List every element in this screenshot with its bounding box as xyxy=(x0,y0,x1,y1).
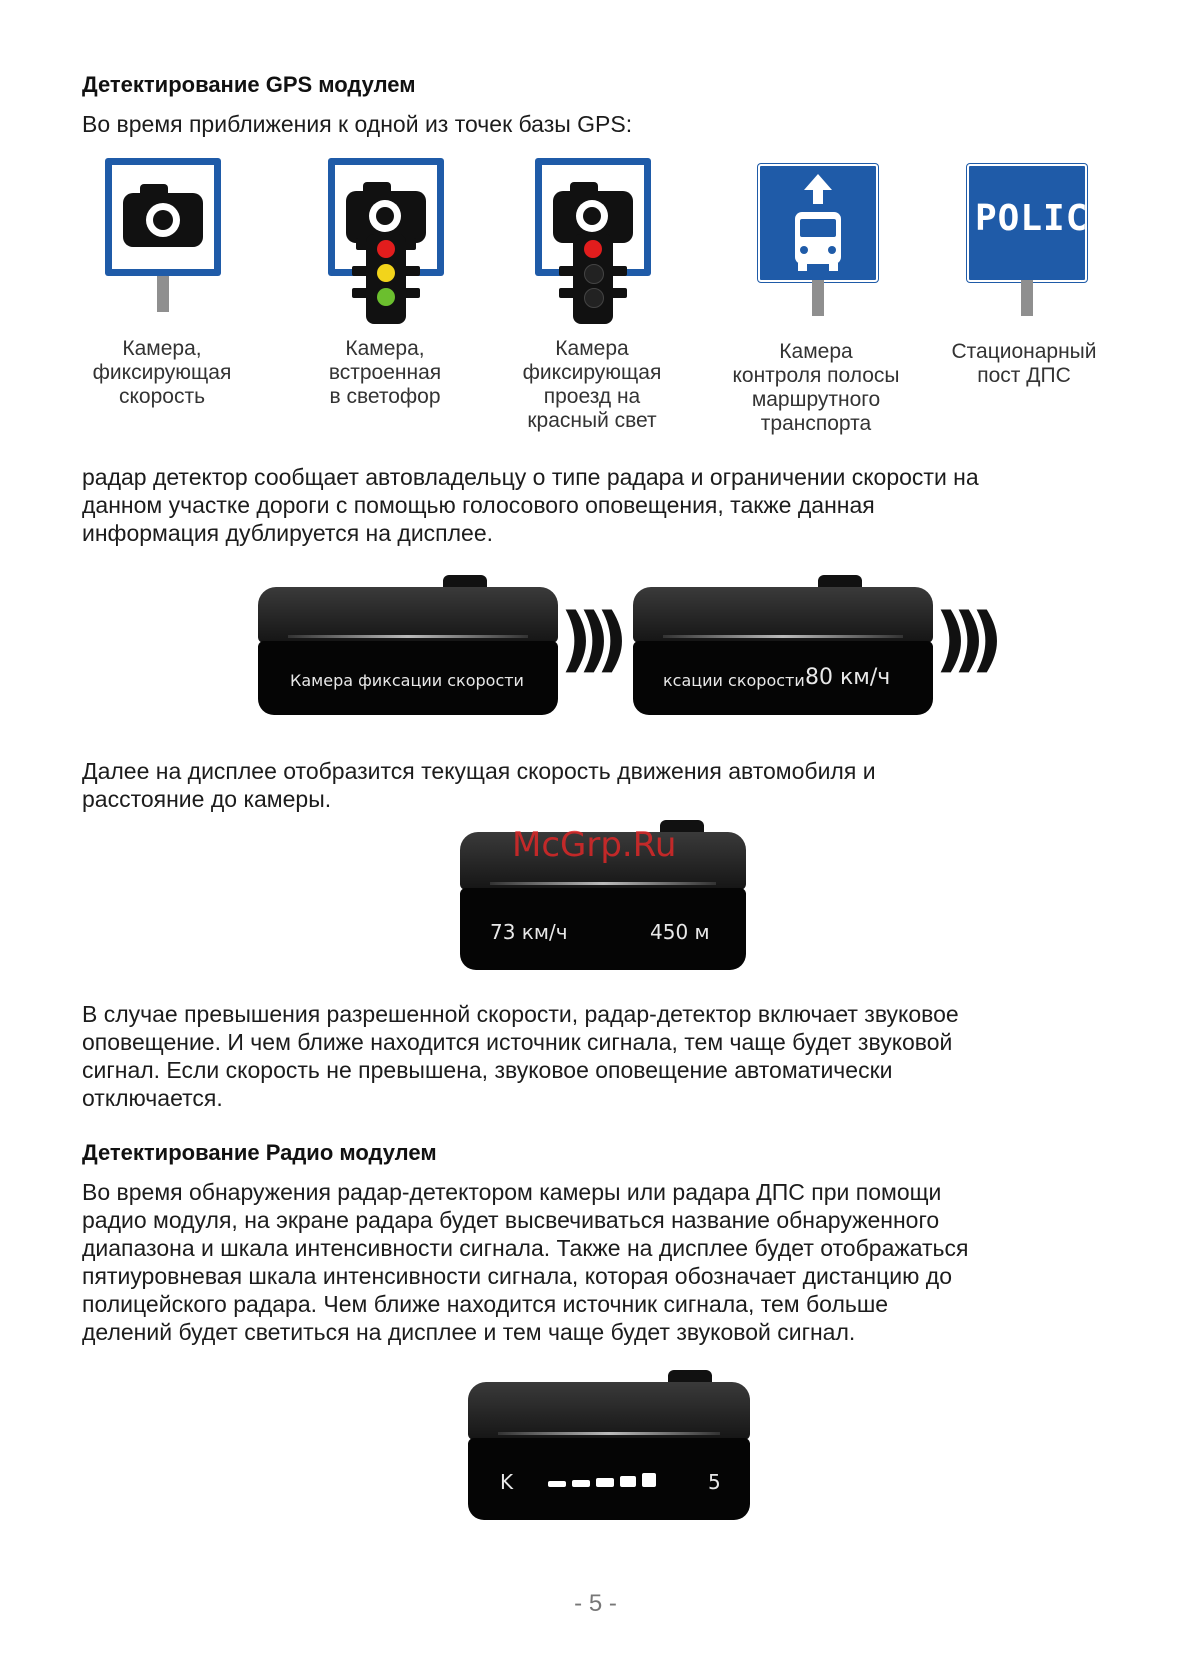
device3-speed: 73 км/ч xyxy=(490,920,568,944)
paragraph-radio-module: Во время обнаружения радар-детектором ка… xyxy=(82,1179,969,1345)
device2-screen-text: ксации скорости xyxy=(663,671,805,690)
signal-bar-1 xyxy=(548,1481,566,1487)
paragraph-speed-distance: Далее на дисплее отобразится текущая ско… xyxy=(82,758,876,812)
section-heading-radio: Детектирование Радио модулем xyxy=(82,1140,437,1165)
signal-bar-3 xyxy=(596,1478,614,1487)
section-heading-gps: Детектирование GPS модулем xyxy=(82,72,416,97)
device2-speed: 80 км/ч xyxy=(805,665,891,690)
police-label: POLICE xyxy=(975,198,1112,239)
signal-bar-2 xyxy=(572,1480,590,1487)
watermark: McGrp.Ru xyxy=(512,825,677,865)
gps-intro: Во время приближения к одной из точек ба… xyxy=(82,111,633,137)
device3-distance: 450 м xyxy=(650,920,710,944)
bus-icon xyxy=(795,174,841,271)
signal-bar-4 xyxy=(620,1476,636,1487)
signal-waves-icon: ))) xyxy=(560,598,628,680)
signal-bar-5 xyxy=(642,1473,656,1487)
paragraph-voice-alert: радар детектор сообщает автовладельцу о … xyxy=(82,464,979,546)
signal-waves-icon: ))) xyxy=(935,598,1003,680)
paragraph-overspeed: В случае превышения разрешенной скорости… xyxy=(82,1001,959,1111)
page-number: - 5 - xyxy=(574,1590,617,1617)
device4-band: K xyxy=(500,1470,514,1494)
device1-screen-text: Камера фиксации скорости xyxy=(290,671,524,690)
device4-level: 5 xyxy=(708,1470,721,1494)
